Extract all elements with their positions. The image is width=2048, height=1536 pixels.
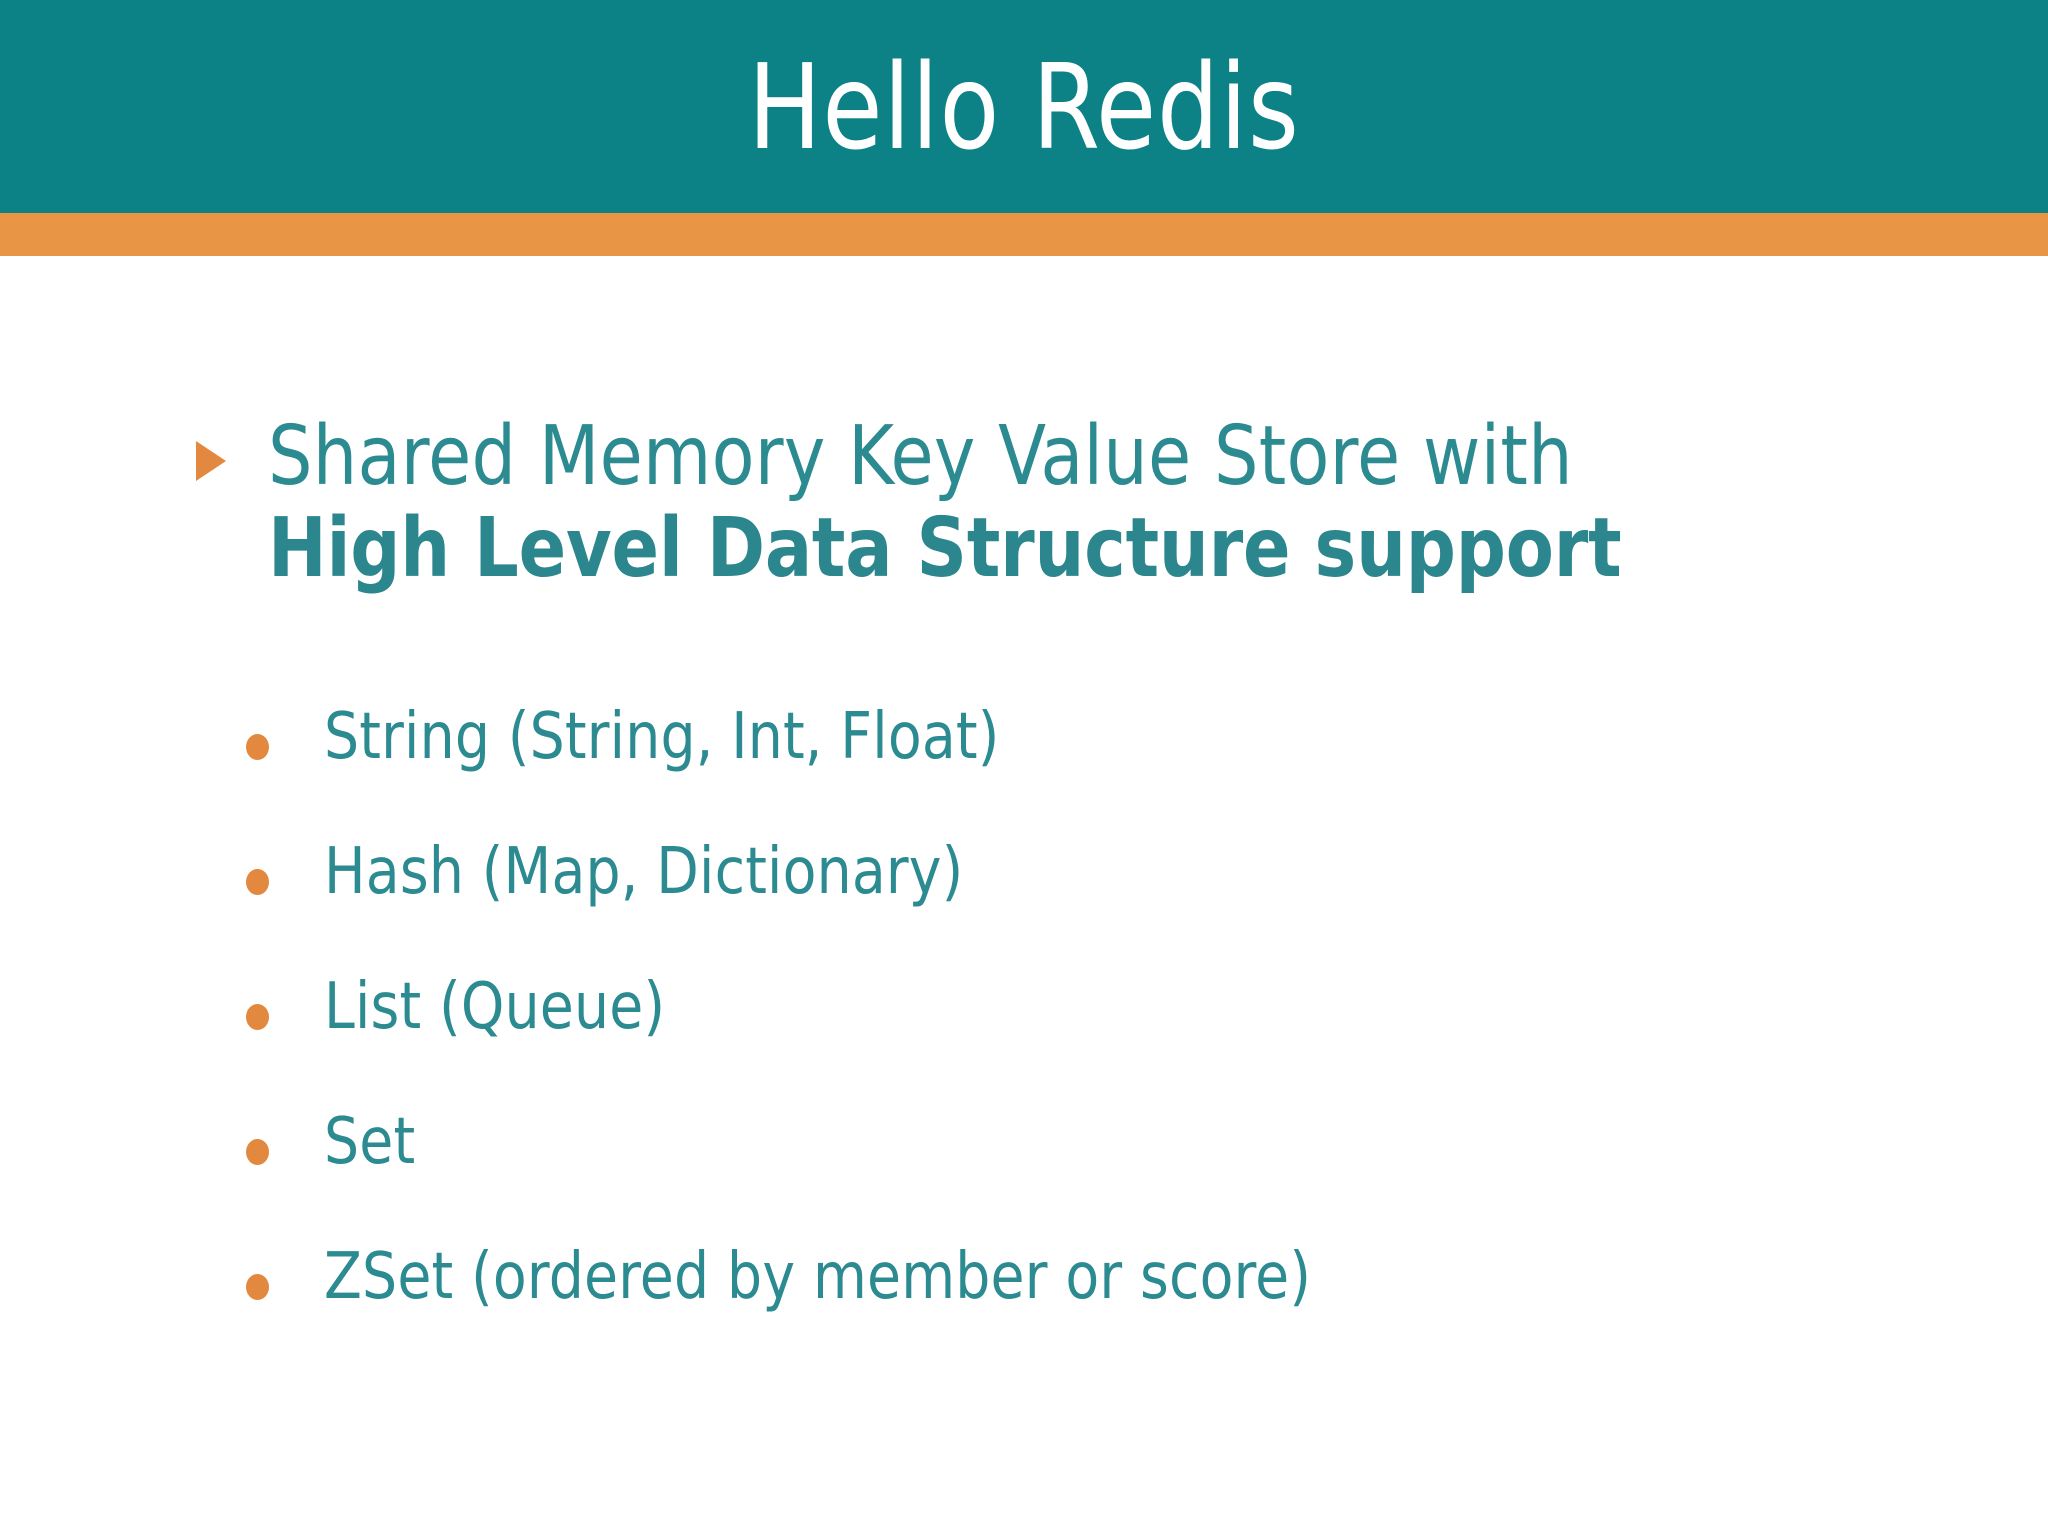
list-item: List (Queue) xyxy=(246,966,1946,1101)
dot-bullet-icon xyxy=(246,869,269,895)
main-bullet-row: Shared Memory Key Value Store with High … xyxy=(196,411,1916,595)
sub-bullet-label: List (Queue) xyxy=(324,970,666,1044)
main-bullet-text: Shared Memory Key Value Store with High … xyxy=(268,411,1916,595)
sub-bullet-label: String (String, Int, Float) xyxy=(324,700,1000,774)
dot-bullet-icon xyxy=(246,1139,269,1165)
triangle-right-icon xyxy=(196,441,226,481)
main-bullet-line-2: High Level Data Structure support xyxy=(268,500,1622,596)
sub-bullet-label: Set xyxy=(324,1105,416,1179)
sub-bullet-label: Hash (Map, Dictionary) xyxy=(324,835,964,909)
list-item: Hash (Map, Dictionary) xyxy=(246,831,1946,966)
accent-bar xyxy=(0,213,2048,256)
list-item: ZSet (ordered by member or score) xyxy=(246,1236,1946,1371)
slide-header-band: Hello Redis xyxy=(0,0,2048,213)
list-item: Set xyxy=(246,1101,1946,1236)
list-item: String (String, Int, Float) xyxy=(246,696,1946,831)
slide-title: Hello Redis xyxy=(748,37,1300,176)
main-bullet-line-1: Shared Memory Key Value Store with xyxy=(268,409,1573,504)
main-bullet: Shared Memory Key Value Store with High … xyxy=(196,411,1916,595)
dot-bullet-icon xyxy=(246,1004,269,1030)
sub-bullet-list: String (String, Int, Float) Hash (Map, D… xyxy=(246,696,1946,1371)
dot-bullet-icon xyxy=(246,1274,269,1300)
dot-bullet-icon xyxy=(246,734,269,760)
sub-bullet-label: ZSet (ordered by member or score) xyxy=(324,1240,1312,1314)
slide-body: Shared Memory Key Value Store with High … xyxy=(0,256,2048,1536)
